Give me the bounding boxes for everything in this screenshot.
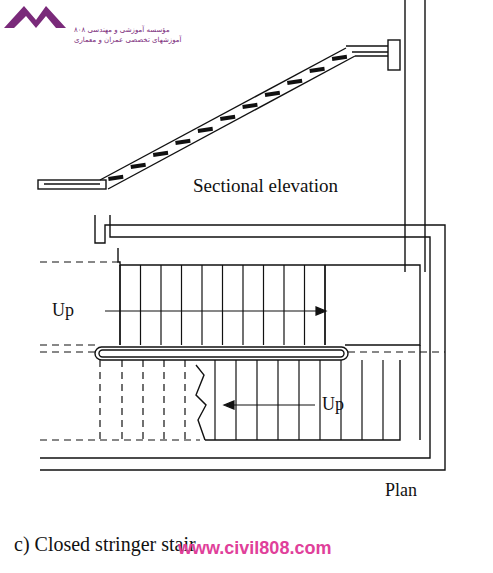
tread [198,127,213,133]
tread-line [119,265,120,345]
tread-line [283,265,284,345]
view-title: Sectional elevation [193,175,338,197]
tread-line [235,360,236,440]
tread-line [160,265,161,345]
tread [175,139,190,145]
tread-line [201,265,202,345]
tread-line [256,360,257,440]
tread [242,103,257,109]
caption: c) Closed stringer stair [14,533,196,556]
tread [309,67,324,73]
tread [108,175,123,181]
tread-line [319,360,320,440]
logo-text: آموزشهای تخصصی عمران و معماری [74,36,181,44]
tread-line [304,265,305,345]
tread [130,163,145,169]
tread-line [382,360,383,440]
tread [220,115,235,121]
tread-line [242,265,243,345]
tread [108,55,347,181]
tread-line [263,265,264,345]
tread-line [361,360,362,440]
direction-label: Up [322,394,344,415]
tread-line [120,265,383,440]
tread [287,79,302,85]
plan-walls [40,215,445,470]
tread [265,91,280,97]
tread [153,151,168,157]
view-title: Plan [385,480,417,501]
sectional-elevation [38,0,425,272]
tread-line [298,360,299,440]
logo [4,6,66,28]
watermark: www.civil808.com [178,538,331,559]
direction-label: Up [52,300,74,321]
hidden-line [40,262,445,440]
tread [332,55,347,61]
tread-line [181,265,182,345]
tread-line [277,360,278,440]
tread-line [140,265,141,345]
tread-line [324,265,325,345]
tread-line [214,360,215,440]
logo-text: مؤسسه آموزشی و مهندسی ۸۰۸ [74,26,170,34]
direction-arrow [105,307,326,409]
tread-line [222,265,223,345]
